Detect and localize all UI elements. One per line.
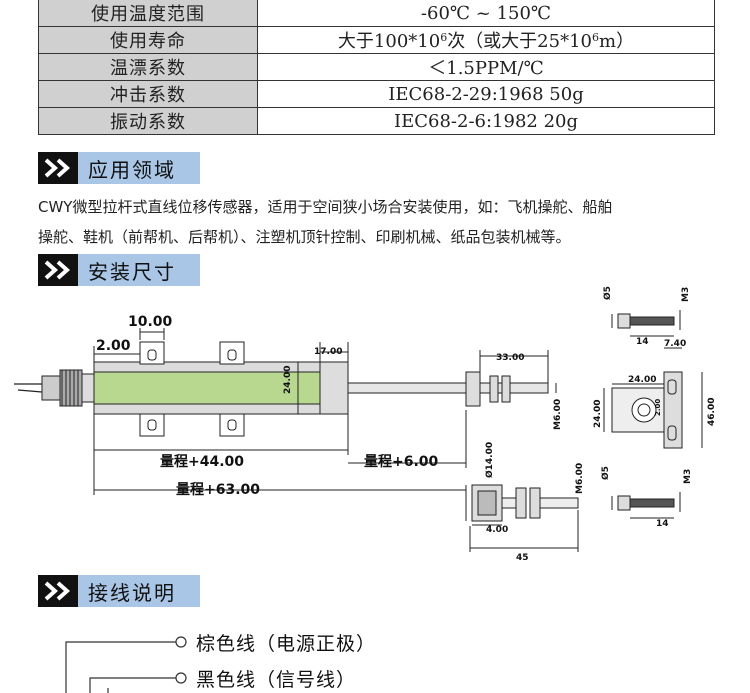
application-line-1: CWY微型拉杆式直线位移传感器，适用于空间狭小场合安装使用，如：飞机操舵、船舶 (38, 198, 613, 216)
install-dimension-drawing: 10.00 2.00 17.00 24.00 量程+44.00 量程+6.00 … (14, 286, 717, 563)
dim-phi5-bottom: Ø5 (600, 466, 611, 480)
dim-740: 7.40 (664, 339, 686, 349)
life-part-3: m） (599, 31, 635, 52)
dim-33: 33.00 (496, 353, 524, 363)
life-part-2: 次（或大于25*10 (447, 31, 592, 52)
dim-14-top: 14 (636, 337, 649, 347)
life-exp-1: 6 (440, 31, 448, 44)
section-header-install: 安装尺寸 (38, 254, 200, 286)
dim-24-bracket: 24.00 (628, 375, 656, 385)
dim-45: 45 (516, 553, 529, 563)
dim-range-44: 量程+44.00 (160, 454, 244, 470)
dim-range-63: 量程+63.00 (176, 482, 260, 498)
dim-4: 4.00 (486, 525, 508, 535)
dim-m6: M6.00 (553, 399, 563, 430)
spec-value: -60℃ ~ 150℃ (257, 0, 715, 27)
dim-24-side: 24.00 (593, 400, 603, 428)
spec-label: 使用寿命 (38, 26, 258, 54)
application-line-2: 操舵、鞋机（前帮机、后帮机）、注塑机顶针控制、印刷机械、纸品包装机械等。 (38, 228, 571, 246)
life-exp-2: 6 (592, 31, 599, 44)
section-header-wiring: 接线说明 (38, 575, 200, 607)
spec-label: 使用温度范围 (38, 0, 258, 27)
spec-label: 振动系数 (38, 107, 258, 135)
spec-value: IEC68-2-6:1982 20g (257, 107, 715, 135)
dim-range-6: 量程+6.00 (364, 454, 439, 470)
dim-14-bottom: 14 (656, 519, 669, 529)
dim-m3-bottom: M3 (683, 469, 693, 484)
application-text: CWY微型拉杆式直线位移传感器，适用于空间狭小场合安装使用，如：飞机操舵、船舶 … (38, 192, 728, 252)
dim-24: 24.00 (283, 366, 293, 394)
dim-10: 10.00 (128, 314, 173, 330)
wire-black-label: 黑色线（信号线） (196, 669, 357, 691)
dim-phi14: Ø14.00 (484, 442, 495, 478)
wiring-diagram (65, 636, 187, 693)
spec-value: 大于100*106次（或大于25*106m） (257, 26, 715, 54)
section-header-application: 应用领域 (38, 152, 200, 184)
double-chevron-icon (38, 575, 78, 607)
spec-value: ＜1.5PPM/℃ (257, 53, 715, 81)
spec-label: 温漂系数 (38, 53, 258, 81)
spec-value: IEC68-2-29:1968 50g (257, 80, 715, 108)
life-part-1: 大于100*10 (337, 31, 441, 52)
spec-table: 使用温度范围 -60℃ ~ 150℃ 使用寿命 大于100*106次（或大于25… (38, 0, 715, 135)
spec-label: 冲击系数 (38, 80, 258, 108)
table-row: 振动系数 IEC68-2-6:1982 20g (38, 107, 715, 135)
table-row: 使用温度范围 -60℃ ~ 150℃ (38, 0, 715, 27)
section-title: 应用领域 (78, 152, 200, 184)
wire-brown-label: 棕色线（电源正极） (196, 633, 377, 655)
dim-2: 2.00 (96, 338, 131, 354)
table-row: 温漂系数 ＜1.5PPM/℃ (38, 53, 715, 81)
double-chevron-icon (38, 152, 78, 184)
dim-phi5-top: Ø5 (602, 286, 613, 300)
table-row: 使用寿命 大于100*106次（或大于25*106m） (38, 26, 715, 54)
dim-17: 17.00 (314, 347, 342, 357)
table-row: 冲击系数 IEC68-2-29:1968 50g (38, 80, 715, 108)
double-chevron-icon (38, 254, 78, 286)
dim-46: 46.00 (707, 398, 717, 426)
dim-m6-lower: M6.00 (575, 463, 585, 494)
dim-m3-top: M3 (681, 287, 691, 302)
section-title: 安装尺寸 (78, 254, 200, 286)
dim-2-bracket: 2.00 (654, 399, 662, 416)
section-title: 接线说明 (78, 575, 200, 607)
